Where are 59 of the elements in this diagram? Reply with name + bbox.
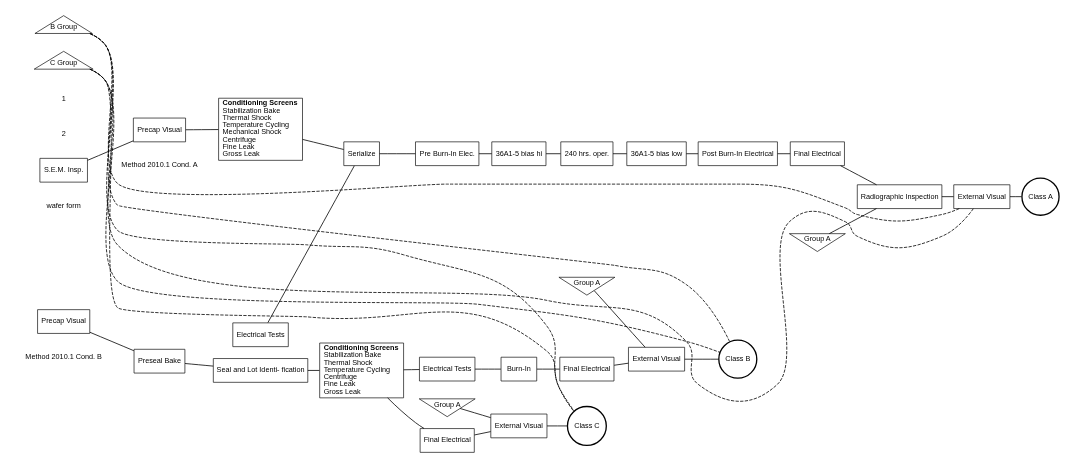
connector <box>403 368 420 370</box>
node-box: Conditioning Screens Stabilization Bake Thermal Shock Temperature Cycling Mechanical Shock Centrifuge Fine Leak Gross Leak <box>218 97 303 161</box>
node-box: External Visual <box>953 183 1011 209</box>
connector <box>546 425 568 426</box>
connector <box>89 32 731 342</box>
node-box: S.E.M. Insp. <box>39 157 88 182</box>
node-circle: Class B <box>718 339 758 379</box>
node-box: Final Electrical <box>789 141 845 166</box>
node-box: 36A1-5 bias low <box>626 141 687 166</box>
connector <box>941 195 954 197</box>
connector <box>1009 195 1022 197</box>
node-circle: Class C <box>566 405 607 446</box>
connector <box>613 362 629 366</box>
node-box: Radiographic Inspection <box>856 183 943 209</box>
node-box: Pre Burn-In Elec. <box>415 141 480 166</box>
node-box: 36A1-5 bias hi <box>491 141 547 166</box>
label: 1 <box>61 93 66 103</box>
node-box: External Visual <box>628 346 685 371</box>
node-box: Final Electrical <box>559 356 615 381</box>
connector <box>612 152 628 154</box>
node-box: Conditioning Screens Stabilization Bake Thermal Shock Temperature Cycling Centrifuge Fine Leak Gross Leak <box>319 342 404 398</box>
connector <box>87 139 134 161</box>
node-box: Serialize <box>343 141 380 166</box>
node-label: wafer form <box>46 200 81 210</box>
connector <box>478 152 493 154</box>
connector <box>185 128 219 130</box>
node-label: Method 2010.1 Cond. A <box>121 159 198 169</box>
node-box: Burn-In <box>500 356 538 381</box>
node-circle: Class A <box>1021 176 1060 216</box>
connector <box>474 430 492 435</box>
connector <box>302 138 345 150</box>
connector <box>840 164 877 185</box>
node-box: Precap Visual <box>133 117 186 142</box>
connector <box>684 358 720 360</box>
label: 2 <box>61 128 66 138</box>
connector <box>267 164 355 323</box>
connector <box>828 207 877 234</box>
connector <box>307 369 320 371</box>
connector <box>387 396 425 429</box>
connector <box>184 362 214 366</box>
connector <box>545 152 562 154</box>
connector <box>379 152 416 154</box>
node-box: Seal and Lot Identi- fication <box>213 357 309 383</box>
node-box: Preseal Bake <box>133 348 186 373</box>
node-box: Precap Visual <box>37 308 91 334</box>
node-box: Electrical Tests <box>419 356 476 381</box>
connector <box>685 152 699 154</box>
node-label: Method 2010.1 Cond. B <box>25 351 102 361</box>
node-box: Final Electrical <box>419 427 475 453</box>
node-box: Electrical Tests <box>232 322 289 347</box>
connector <box>459 407 492 418</box>
node-box: External Visual <box>490 413 548 438</box>
connector <box>593 289 646 348</box>
connector <box>89 331 135 351</box>
connector <box>89 68 974 402</box>
node-box: 240 hrs. oper. <box>560 141 614 166</box>
connector <box>777 152 791 154</box>
node-box: Post Burn-In Electrical <box>697 141 778 166</box>
connector <box>536 368 561 369</box>
